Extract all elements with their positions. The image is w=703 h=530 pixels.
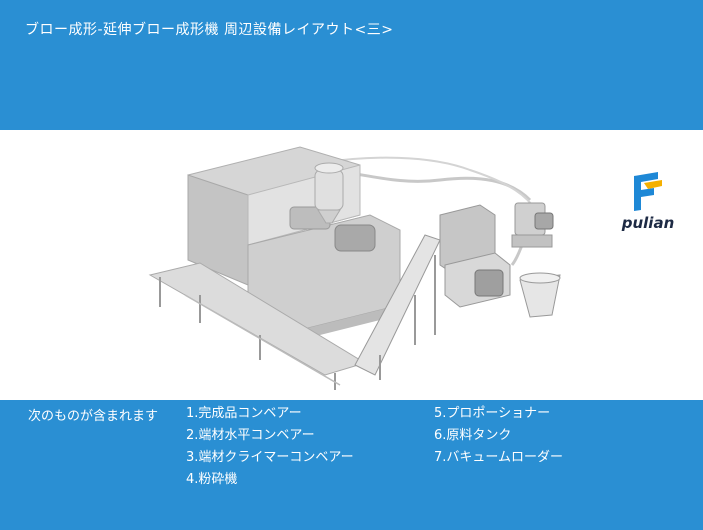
pulian-logo-mark bbox=[634, 172, 662, 211]
header-band: ブロー成形-延伸ブロー成形機 周辺設備レイアウト<三> bbox=[0, 0, 703, 130]
pulian-logo: pulian bbox=[608, 170, 688, 240]
list-item: 5.プロポーショナー bbox=[434, 406, 551, 421]
list-item: 1.完成品コンベアー bbox=[186, 406, 302, 421]
list-item: 6.原料タンク bbox=[434, 428, 512, 443]
list-item: 4.粉砕機 bbox=[186, 472, 238, 487]
equipment-list-right: 5.プロポーショナー 6.原料タンク 7.バキュームローダー bbox=[434, 405, 563, 471]
includes-label: 次のものが含まれます bbox=[28, 409, 159, 424]
footer-band: 次のものが含まれます 1.完成品コンベアー 2.端材水平コンベアー 3.端材クラ… bbox=[0, 400, 703, 530]
page-title: ブロー成形-延伸ブロー成形機 周辺設備レイアウト<三> bbox=[25, 22, 394, 38]
list-item: 2.端材水平コンベアー bbox=[186, 428, 315, 443]
list-item: 3.端材クライマーコンベアー bbox=[186, 450, 354, 465]
equipment-list-left: 1.完成品コンベアー 2.端材水平コンベアー 3.端材クライマーコンベアー 4.… bbox=[186, 405, 354, 493]
illustration-area: pulian bbox=[0, 130, 703, 400]
logo-brand-text: pulian bbox=[621, 214, 675, 232]
equipment-layout-illustration bbox=[148, 146, 561, 390]
list-item: 7.バキュームローダー bbox=[434, 450, 564, 465]
